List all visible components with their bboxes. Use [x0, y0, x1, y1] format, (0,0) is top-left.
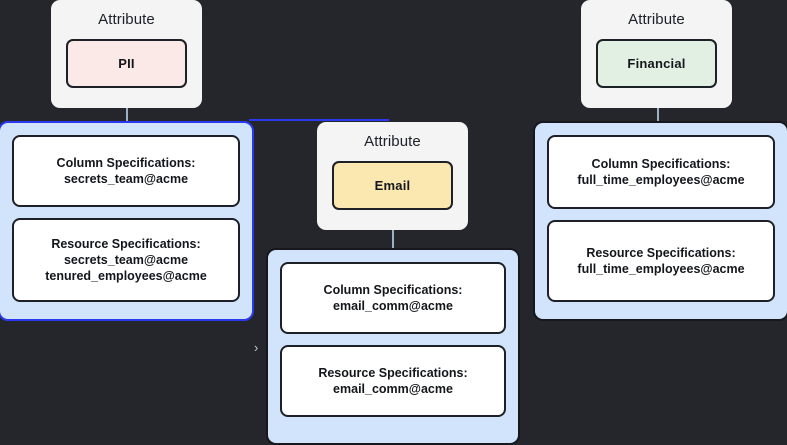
spec-heading: Column Specifications: [56, 156, 196, 170]
attribute-card-financial[interactable]: Attribute Financial [581, 0, 732, 108]
connector-pii [126, 103, 128, 123]
spec-card-column[interactable]: Column Specifications: full_time_employe… [547, 135, 775, 209]
spec-value: full_time_employees@acme [577, 173, 745, 187]
spec-heading: Resource Specifications: [318, 366, 468, 380]
spec-heading: Column Specifications: [323, 283, 463, 297]
spec-card-resource[interactable]: Resource Specifications: email_comm@acme [280, 345, 506, 417]
spec-value: secrets_team@acme [63, 172, 189, 186]
spec-card-resource[interactable]: Resource Specifications: secrets_team@ac… [12, 218, 240, 302]
spec-card-resource[interactable]: Resource Specifications: full_time_emplo… [547, 220, 775, 302]
attribute-card-title: Attribute [628, 11, 685, 28]
spec-heading: Resource Specifications: [51, 237, 201, 251]
chevron-right-icon[interactable]: › [254, 340, 259, 355]
spec-value: email_comm@acme [333, 299, 453, 313]
spec-value: email_comm@acme [333, 382, 453, 396]
attribute-chip-email[interactable]: Email [332, 161, 453, 210]
connector-email [392, 226, 394, 248]
attribute-chip-financial[interactable]: Financial [596, 39, 717, 88]
connector-financial [657, 103, 659, 123]
spec-group-email[interactable]: Column Specifications: email_comm@acme R… [266, 248, 520, 445]
spec-group-financial[interactable]: Column Specifications: full_time_employe… [533, 121, 787, 321]
spec-card-column[interactable]: Column Specifications: secrets_team@acme [12, 135, 240, 207]
attribute-card-title: Attribute [364, 133, 421, 150]
edge-highlight [249, 119, 389, 121]
attribute-card-title: Attribute [98, 11, 155, 28]
spec-group-pii[interactable]: Column Specifications: secrets_team@acme… [0, 121, 254, 321]
spec-value: full_time_employees@acme [577, 262, 745, 276]
spec-heading: Column Specifications: [591, 157, 731, 171]
spec-heading: Resource Specifications: [586, 246, 736, 260]
spec-card-column[interactable]: Column Specifications: email_comm@acme [280, 262, 506, 334]
attribute-card-email[interactable]: Attribute Email [317, 122, 468, 230]
attribute-card-pii[interactable]: Attribute PII [51, 0, 202, 108]
spec-value: secrets_team@acme [63, 253, 189, 267]
spec-value: tenured_employees@acme [45, 269, 207, 283]
attribute-chip-pii[interactable]: PII [66, 39, 187, 88]
